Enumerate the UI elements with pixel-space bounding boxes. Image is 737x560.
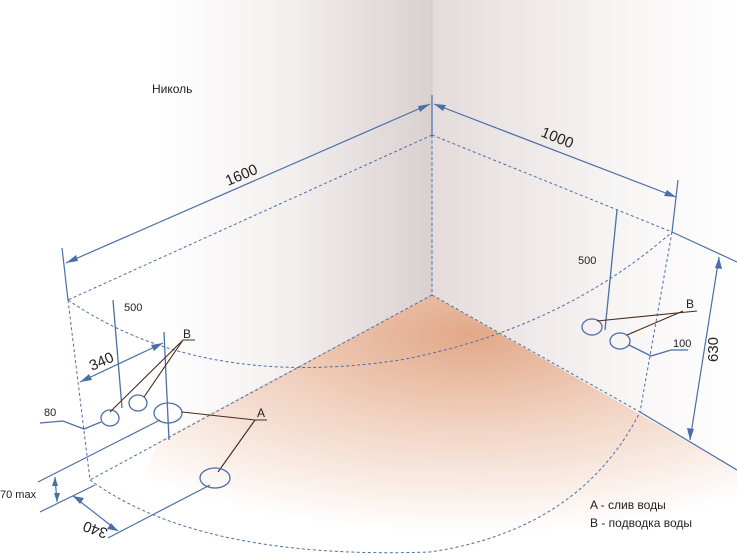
bottom-offset-label: 340 — [81, 517, 110, 542]
left-wall — [160, 0, 432, 440]
right-500-label: 500 — [578, 255, 596, 267]
legend-drain: A - слив воды — [590, 498, 666, 512]
drain: A 70 max 340 — [0, 406, 267, 541]
right-supply: 500 100 B — [578, 209, 698, 357]
floor — [100, 295, 737, 560]
marker-b-left: B — [183, 327, 191, 341]
left-supply: 500 340 80 B — [39, 299, 195, 441]
left-spacing-label: 80 — [44, 407, 56, 419]
marker-b-right: B — [686, 297, 694, 311]
legend-supply: B - подводка воды — [590, 516, 692, 530]
dimension-height: 630 — [687, 256, 722, 441]
right-spacing-label: 100 — [673, 338, 691, 350]
bath-outline — [67, 134, 673, 554]
model-title: Николь — [152, 82, 192, 96]
height-label: 630 — [705, 337, 722, 362]
left-offset-label: 340 — [87, 349, 117, 375]
left-500-label: 500 — [124, 302, 142, 314]
drain-height-label: 70 max — [0, 489, 37, 501]
marker-a: A — [257, 406, 265, 420]
